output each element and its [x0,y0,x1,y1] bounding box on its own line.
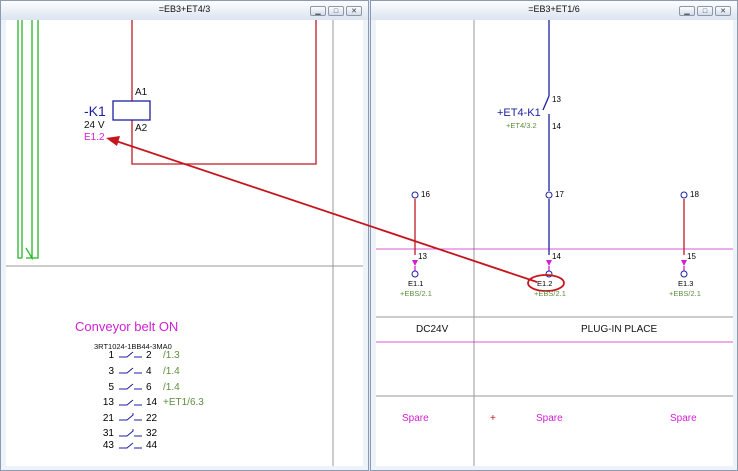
left-schematic-drawing [6,20,363,466]
contact-symbol [119,442,142,449]
right-window-titlebar[interactable]: =EB3+ET1/6 ▁ □ ✕ [371,1,737,20]
contact-right-number: 14 [146,397,158,408]
contact-bottom-pin: 14 [552,122,561,131]
terminal-label-16: 16 [421,190,430,199]
contact-left-number: 43 [102,440,114,451]
contact-left-number: 3 [108,366,114,377]
contact-reference[interactable]: /1.3 [163,350,180,361]
right-window-title: =EB3+ET1/6 [528,4,580,14]
io-ref-e1-1: +EBS/2.1 [400,289,432,298]
contact-symbol [119,351,142,358]
contact-symbol [119,429,142,437]
contactor-part-number: 3RT1024-1BB44-3MA0 [94,342,172,351]
contact-symbol [119,413,142,421]
coil-voltage: 24 V [84,120,105,131]
green-bus-line [25,20,33,261]
contact-left-number: 13 [102,397,114,408]
contact-reference[interactable]: +ET1/6.3 [163,397,204,408]
close-button[interactable]: ✕ [346,6,362,16]
right-schematic-drawing [376,20,733,466]
contact-left-number: 31 [102,428,114,439]
contact-right-number: 6 [146,382,152,393]
maximize-button[interactable]: □ [328,6,344,16]
contact-right-number: 2 [146,350,152,361]
left-window-title: =EB3+ET4/3 [158,4,211,14]
contact-right-number: 4 [146,366,152,377]
io-name-e1-1: E1.1 [408,279,424,288]
terminal-17[interactable] [545,191,553,199]
contact-right-number: 44 [146,440,158,451]
contactor-title: Conveyor belt ON [75,319,179,334]
table-cell-dc24v: DC24V [416,324,449,335]
pin-label-14: 14 [552,252,561,261]
table-cell-plug-in-place: PLUG-IN PLACE [581,324,658,335]
green-bus-line [26,20,39,259]
terminal-16[interactable] [411,191,419,199]
contact-left-number: 5 [108,382,114,393]
io-ref-e1-2: +EBS/2.1 [534,289,566,298]
contact-right-number: 32 [146,428,158,439]
left-window[interactable]: =EB3+ET4/3 ▁ □ ✕ [0,0,369,471]
contact-symbol [119,367,142,374]
contact-left-number: 1 [108,350,114,361]
left-schematic-canvas[interactable]: A1 A2 -K1 24 V E1.2 Conveyor belt ON 3RT… [6,20,363,466]
spare-label: Spare [536,413,563,424]
pin-label-15: 15 [687,252,696,261]
coil-pin-a2: A2 [135,123,148,134]
left-window-titlebar[interactable]: =EB3+ET4/3 ▁ □ ✕ [1,1,368,20]
minimize-button[interactable]: ▁ [679,6,695,16]
terminal-label-18: 18 [690,190,699,199]
plc-input-e1-3[interactable] [680,260,688,278]
no-contact[interactable] [542,20,550,255]
contact-reference[interactable]: +ET4/3.2 [506,121,537,130]
contact-symbol [119,399,142,406]
contact-name[interactable]: +ET4-K1 [497,107,541,119]
contact-reference[interactable]: /1.4 [163,366,180,377]
io-ref-e1-3: +EBS/2.1 [669,289,701,298]
maximize-button[interactable]: □ [697,6,713,16]
coil-wire-return [131,20,317,165]
right-schematic-canvas[interactable]: 13 14 +ET4-K1 +ET4/3.2 16 17 18 13 14 15… [376,20,733,466]
right-window[interactable]: =EB3+ET1/6 ▁ □ ✕ [370,0,738,471]
minimize-button[interactable]: ▁ [310,6,326,16]
plus-marker: + [490,413,496,424]
pin-label-13: 13 [418,252,427,261]
green-bus-line [17,20,22,259]
io-name-e1-3: E1.3 [678,279,694,288]
contact-top-pin: 13 [552,95,561,104]
contact-right-number: 22 [146,413,158,424]
spare-label: Spare [402,413,429,424]
terminal-18[interactable] [680,191,688,199]
close-button[interactable]: ✕ [715,6,731,16]
contact-left-number: 21 [102,413,114,424]
coil-name[interactable]: -K1 [84,103,106,119]
plc-input-e1-1[interactable] [411,260,419,278]
coil-plc-reference[interactable]: E1.2 [84,132,105,143]
contact-symbol [119,383,142,390]
terminal-label-17: 17 [555,190,564,199]
highlight-ellipse [527,274,565,292]
contact-reference[interactable]: /1.4 [163,382,180,393]
coil-pin-a1: A1 [135,87,148,98]
spare-label: Spare [670,413,697,424]
contact-symbols [119,351,142,449]
io-name-e1-2: E1.2 [537,279,553,288]
coil-symbol[interactable] [112,100,151,121]
